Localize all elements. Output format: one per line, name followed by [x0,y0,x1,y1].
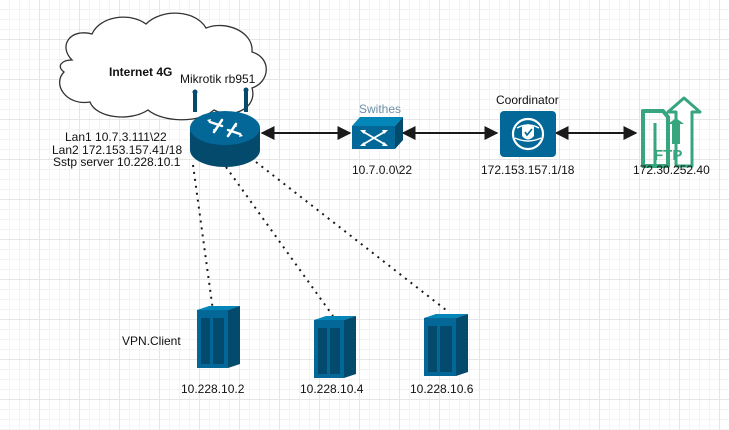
coordinator-icon[interactable] [500,111,556,157]
router-icon[interactable] [190,87,260,168]
ftp-icon-text: FTP [654,147,682,164]
client-address-3: 10.228.10.6 [410,382,474,396]
vpn-link-client-1[interactable] [192,164,215,319]
cloud-label: Internet 4G [109,65,173,79]
router-name: Mikrotik rb951 [180,72,256,86]
router-interface-list: Lan1 10.7.3.111\22 Lan2 172.153.157.41/1… [52,131,182,169]
ftp-address: 172.30.252.40 [633,163,710,177]
server-icon-2[interactable] [314,316,356,378]
router-interface-sstp: Sstp server 10.228.10.1 [53,155,181,169]
coordinator-address: 172.153.157.1/18 [481,163,575,177]
client-address-1: 10.228.10.2 [181,382,245,396]
router-interface-lan2: Lan2 172.153.157.41/18 [52,142,183,157]
vpn-link-client-3[interactable] [255,161,447,311]
server-icon-3[interactable] [424,314,468,376]
vpn-client-label: VPN.Client [122,334,181,348]
router-interface-lan1: Lan1 10.7.3.111\22 [65,130,167,144]
switch-address: 10.7.0.0\22 [352,163,413,177]
switch-icon[interactable] [352,117,403,149]
internet-cloud[interactable] [59,12,267,121]
switch-name: Swithes [359,102,402,116]
client-address-2: 10.228.10.4 [300,382,364,396]
vpn-link-client-2[interactable] [225,166,334,317]
coordinator-name: Coordinator [496,93,559,107]
ftp-icon[interactable]: FTP [641,96,702,168]
server-icon-1[interactable] [197,306,240,368]
